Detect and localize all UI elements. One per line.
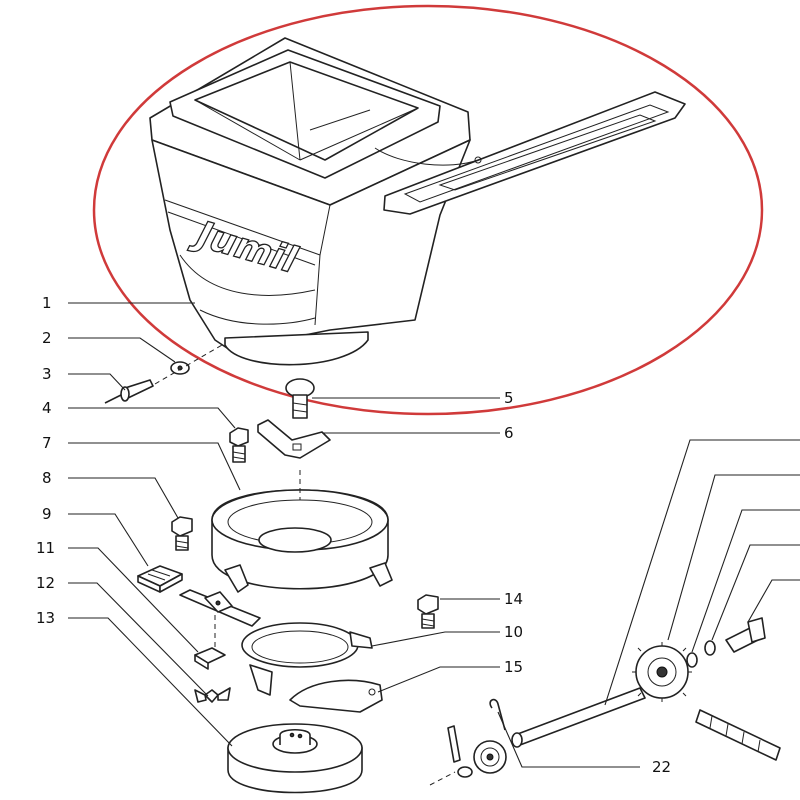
callout-9: 9 <box>42 505 52 523</box>
callout-1: 1 <box>42 294 52 312</box>
leader-lines <box>68 302 800 768</box>
callout-15: 15 <box>504 658 523 676</box>
callout-5: 5 <box>504 389 514 407</box>
callout-6: 6 <box>504 424 514 442</box>
clip-part-11 <box>194 647 226 670</box>
callout-4: 4 <box>42 399 52 417</box>
bolt-part-5 <box>285 378 315 419</box>
clamp-ring-part-10 <box>241 622 373 696</box>
callout-labels: 1 2 3 4 5 6 7 8 9 10 11 12 13 14 15 22 <box>36 294 671 776</box>
callout-14: 14 <box>504 590 523 608</box>
callout-13: 13 <box>36 609 55 627</box>
lever-arm <box>179 589 261 650</box>
callout-8: 8 <box>42 469 52 487</box>
housing-part-7 <box>211 470 393 593</box>
bolt-part-4 <box>229 427 249 463</box>
callout-11: 11 <box>36 539 55 557</box>
bolt-part-8 <box>171 516 193 551</box>
callout-2: 2 <box>42 329 52 347</box>
plate-part-9 <box>137 565 183 593</box>
drive-assembly <box>429 617 781 786</box>
callout-12: 12 <box>36 574 55 592</box>
flange-part-15 <box>289 679 383 713</box>
bolt-part-14 <box>417 594 439 629</box>
spinner-disc-part-13 <box>227 723 363 794</box>
washer-part-2 <box>170 361 190 375</box>
callout-3: 3 <box>42 365 52 383</box>
callout-10: 10 <box>504 623 523 641</box>
callout-22: 22 <box>652 758 671 776</box>
callout-7: 7 <box>42 434 52 452</box>
wing-nut-part-12 <box>194 687 231 703</box>
hopper-part-1: Jumil <box>149 37 686 366</box>
pin-part-3 <box>104 344 223 404</box>
bracket-part-6 <box>257 419 331 459</box>
highlight-ellipse <box>92 4 764 416</box>
